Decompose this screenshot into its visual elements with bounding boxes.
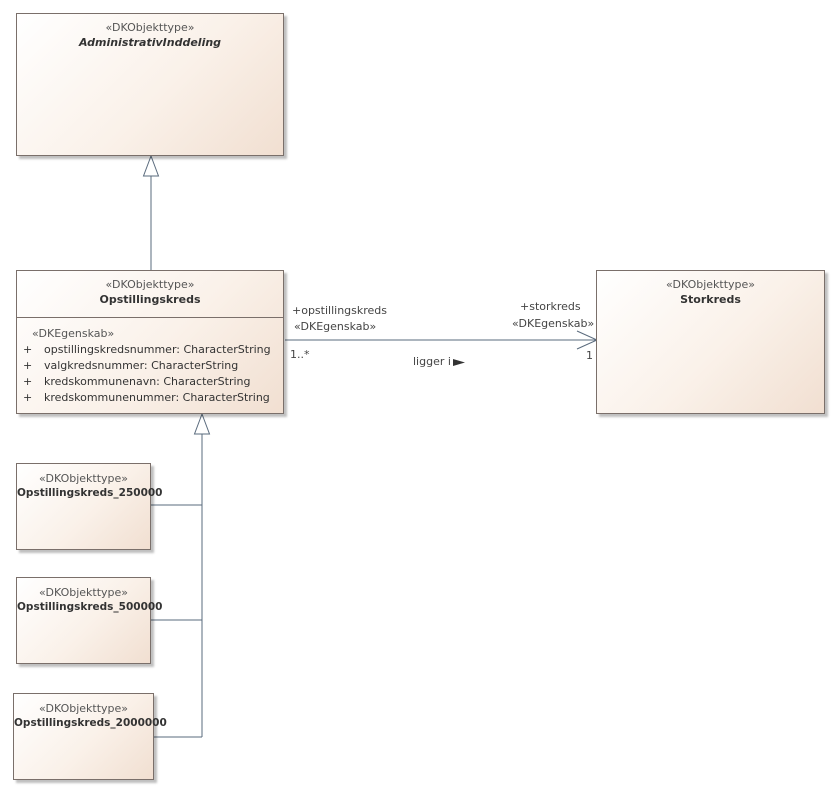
class-stereotype: «DKObjekttype» bbox=[38, 702, 129, 715]
attribute-row[interactable]: + valgkredsnummer: CharacterString bbox=[17, 358, 283, 374]
class-name: Opstillingskreds_2000000 bbox=[14, 717, 167, 729]
association-source-role: +opstillingskreds bbox=[292, 304, 388, 317]
class-name: Storkreds bbox=[680, 293, 741, 306]
generalization-arrowhead bbox=[193, 412, 211, 435]
class-opstillingskreds[interactable]: «DKObjekttype» Opstillingskreds «DKEgens… bbox=[16, 270, 284, 414]
attribute-stereotype: «DKEgenskab» bbox=[32, 327, 115, 340]
class-opstillingskreds-500000[interactable]: «DKObjekttype» Opstillingskreds_500000 bbox=[16, 577, 163, 664]
attribute-text: opstillingskredsnummer: CharacterString bbox=[44, 343, 271, 356]
attribute-row[interactable]: + kredskommunenavn: CharacterString bbox=[17, 374, 283, 390]
class-opstillingskreds-2000000[interactable]: «DKObjekttype» Opstillingskreds_2000000 bbox=[13, 693, 167, 780]
class-stereotype: «DKObjekttype» bbox=[38, 586, 129, 599]
attribute-visibility: + bbox=[23, 359, 33, 372]
attribute-visibility: + bbox=[23, 343, 33, 356]
association-direction-icon bbox=[453, 359, 465, 366]
class-storkreds[interactable]: «DKObjekttype» Storkreds bbox=[596, 270, 825, 414]
association-target-role: +storkreds bbox=[520, 300, 581, 313]
attribute-compartment: «DKEgenskab» + opstillingskredsnummer: C… bbox=[17, 317, 283, 406]
association-target-multiplicity: 1 bbox=[586, 349, 593, 362]
attribute-visibility: + bbox=[23, 391, 33, 404]
attribute-row[interactable]: + kredskommunenummer: CharacterString bbox=[17, 390, 283, 406]
generalization-arrowhead bbox=[142, 154, 160, 177]
attribute-text: kredskommunenummer: CharacterString bbox=[44, 391, 270, 404]
association-target-stereotype: «DKEgenskab» bbox=[512, 317, 595, 330]
class-stereotype: «DKObjekttype» bbox=[105, 21, 195, 34]
attribute-text: valgkredsnummer: CharacterString bbox=[44, 359, 239, 372]
class-opstillingskreds-250000[interactable]: «DKObjekttype» Opstillingskreds_250000 bbox=[16, 463, 163, 550]
class-stereotype: «DKObjekttype» bbox=[665, 278, 756, 291]
association-name: ligger i bbox=[413, 355, 451, 368]
class-name: Opstillingskreds_500000 bbox=[17, 601, 163, 613]
class-stereotype: «DKObjekttype» bbox=[105, 278, 195, 291]
attribute-text: kredskommunenavn: CharacterString bbox=[44, 375, 251, 388]
class-stereotype: «DKObjekttype» bbox=[38, 472, 129, 485]
attribute-row[interactable]: + opstillingskredsnummer: CharacterStrin… bbox=[17, 342, 283, 358]
association-source-stereotype: «DKEgenskab» bbox=[294, 320, 377, 333]
class-name: AdministrativInddeling bbox=[78, 36, 222, 49]
class-name: Opstillingskreds bbox=[99, 293, 201, 306]
association-source-multiplicity: 1..* bbox=[290, 348, 310, 361]
class-administrativ-inddeling[interactable]: «DKObjekttype» AdministrativInddeling bbox=[16, 13, 284, 156]
attribute-visibility: + bbox=[23, 375, 33, 388]
class-name: Opstillingskreds_250000 bbox=[17, 487, 163, 499]
